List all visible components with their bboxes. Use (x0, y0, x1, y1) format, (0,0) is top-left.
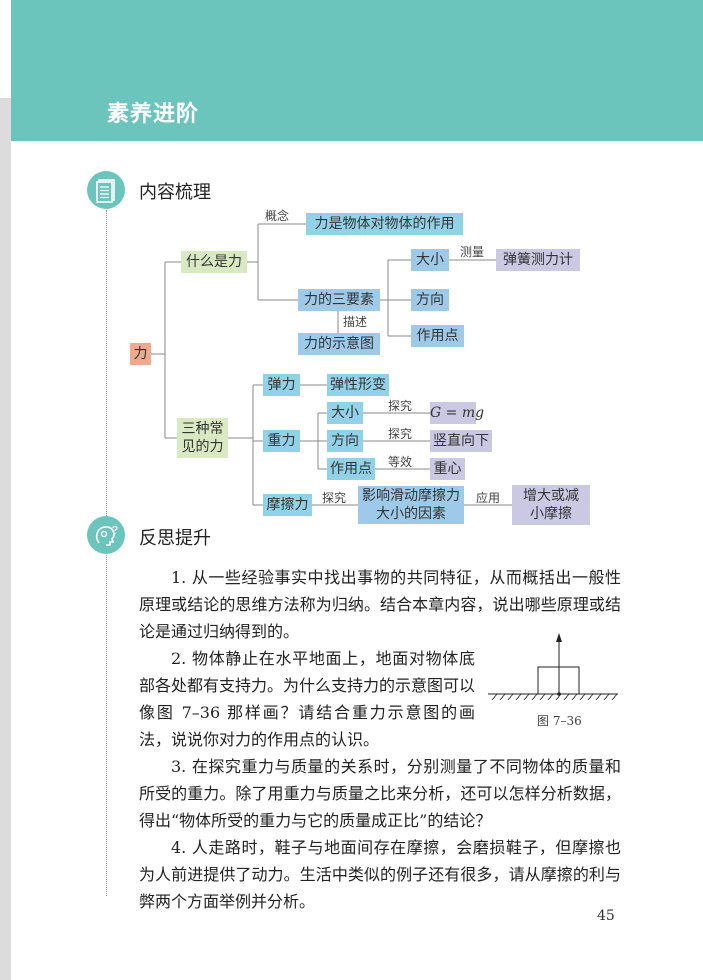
section-title-reflection: 反思提升 (139, 528, 211, 549)
node-gravity-magnitude: 大小 (327, 402, 363, 424)
node-gravity: 重力 (263, 430, 300, 452)
thinking-head-icon (87, 516, 125, 554)
document-icon (87, 171, 125, 209)
section-title-content: 内容梳理 (139, 182, 211, 203)
node-three-elements: 力的三要素 (298, 289, 380, 311)
node-spring-scale: 弹簧测力计 (496, 249, 580, 271)
page-edge (0, 98, 11, 980)
label-equivalent: 等效 (388, 455, 413, 469)
node-change-friction: 增大或减小摩擦 (512, 485, 590, 525)
label-explore: 探究 (388, 399, 413, 413)
node-point: 作用点 (411, 325, 464, 347)
node-elastic-deformation: 弹性形变 (327, 374, 389, 396)
question-3: 3. 在探究重力与质量的关系时，分别测量了不同物体的质量和所受的重力。除了用重力… (139, 757, 621, 830)
node-gravity-direction: 方向 (327, 430, 363, 452)
node-formula: G = mg (430, 402, 484, 424)
figure-caption: 图 7–36 (537, 714, 582, 728)
figure-7-36-support-force (488, 633, 618, 700)
label-concept: 概念 (265, 209, 290, 223)
label-explore: 探究 (388, 427, 413, 441)
node-elastic: 弹力 (263, 374, 300, 396)
page-title: 素养进阶 (107, 101, 200, 127)
node-definition: 力是物体对物体的作用 (306, 213, 463, 235)
node-friction-factors: 影响滑动摩擦力大小的因素 (358, 486, 464, 524)
node-what-is-force: 什么是力 (181, 251, 247, 273)
label-apply: 应用 (476, 491, 501, 505)
node-vertical-down: 竖直向下 (430, 430, 492, 452)
concept-map-connectors (150, 223, 512, 506)
question-4: 4. 人走路时，鞋子与地面间存在摩擦，会磨损鞋子，但摩擦也为人前进提供了动力。生… (139, 838, 621, 911)
node-force: 力 (130, 343, 151, 365)
question-1: 1. 从一些经验事实中找出事物的共同特征，从而概括出一般性原理或结论的思维方法称… (139, 568, 621, 641)
question-2: 2. 物体静止在水平地面上，地面对物体底部各处都有支持力。为什么支持力的示意图可… (139, 649, 476, 749)
node-force-diagram: 力的示意图 (298, 333, 380, 355)
header-band (11, 0, 703, 141)
label-measure: 测量 (460, 245, 485, 259)
node-three-forces: 三种常见的力 (177, 418, 228, 458)
page-number: 45 (597, 908, 615, 924)
label-explore: 探究 (322, 491, 347, 505)
label-describe: 描述 (343, 315, 368, 329)
node-center-of-gravity: 重心 (430, 458, 465, 480)
node-direction: 方向 (411, 289, 449, 311)
node-gravity-point: 作用点 (327, 458, 375, 480)
node-magnitude: 大小 (411, 249, 449, 271)
node-friction: 摩擦力 (263, 494, 312, 516)
